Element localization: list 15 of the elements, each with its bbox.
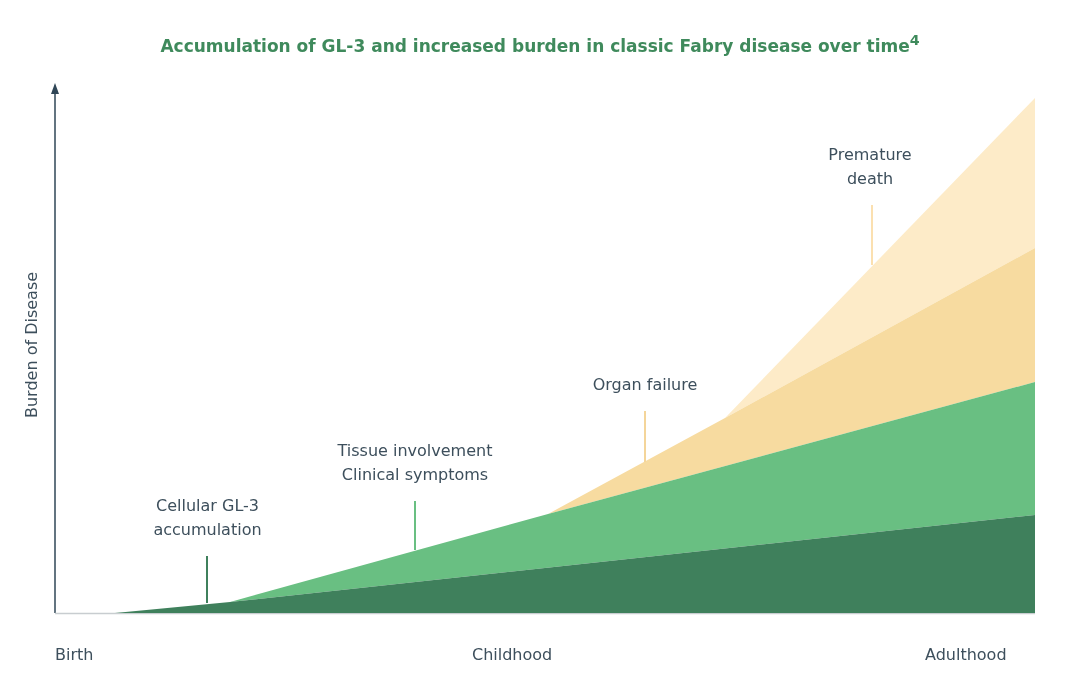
stage-label: Tissue involvement Clinical symptoms bbox=[320, 439, 510, 487]
chart-title: Accumulation of GL-3 and increased burden in classic Fabry disease over time$^{4}$ bbox=[159, 32, 921, 56]
axis-tick-label: Childhood bbox=[472, 644, 553, 666]
stage-label: Premature death bbox=[810, 143, 930, 191]
organ-failure-area bbox=[548, 248, 1035, 514]
axis-title: Burden of Disease bbox=[21, 271, 42, 418]
premature-death-area bbox=[725, 98, 1035, 418]
axis-tick-label: Birth bbox=[55, 644, 94, 666]
leader-line bbox=[206, 555, 208, 604]
axis-tick-label: Adulthood bbox=[925, 644, 1007, 666]
stage-label: Organ failure bbox=[575, 373, 715, 397]
stage-label: Cellular GL-3 accumulation bbox=[140, 494, 275, 542]
leader-line bbox=[871, 204, 873, 266]
leader-line bbox=[644, 410, 646, 463]
leader-line bbox=[414, 500, 416, 551]
